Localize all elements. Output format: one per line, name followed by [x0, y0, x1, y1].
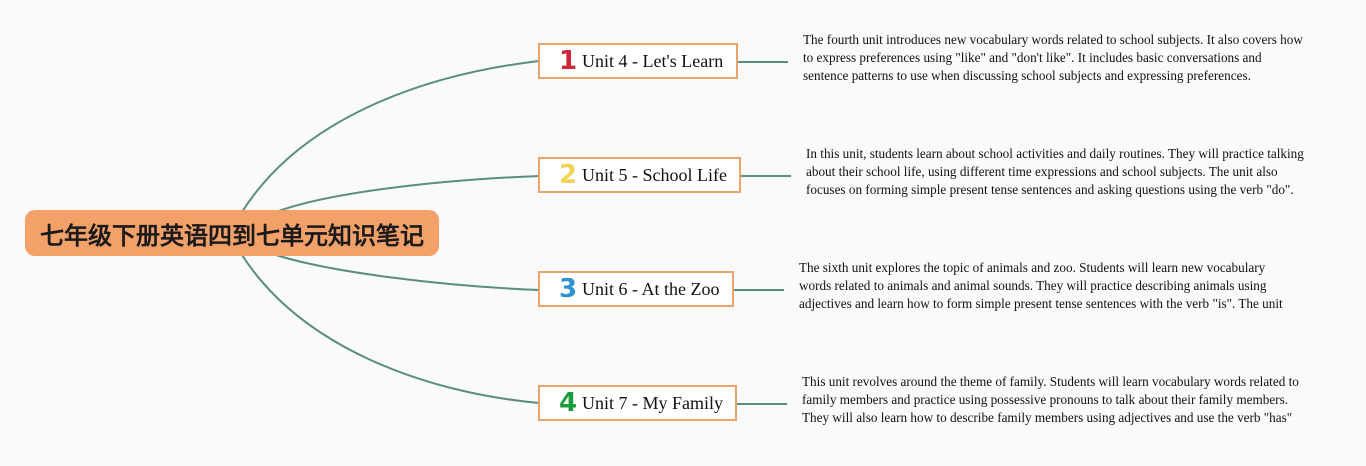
branch-connector	[241, 60, 540, 213]
topic-unit-5[interactable]: 2 Unit 5 - School Life	[538, 157, 741, 193]
note-unit-6: The sixth unit explores the topic of ani…	[799, 259, 1299, 313]
number-3-icon: 3	[558, 274, 578, 304]
number-2-icon: 2	[558, 160, 578, 190]
number-1-icon: 1	[558, 46, 578, 76]
note-text: The fourth unit introduces new vocabular…	[803, 32, 1303, 83]
note-text: The sixth unit explores the topic of ani…	[799, 260, 1283, 311]
topic-label: Unit 7 - My Family	[582, 392, 724, 413]
note-unit-5: In this unit, students learn about schoo…	[806, 145, 1306, 199]
note-text: In this unit, students learn about schoo…	[806, 146, 1304, 197]
topic-label: Unit 6 - At the Zoo	[582, 278, 720, 299]
root-topic[interactable]: 七年级下册英语四到七单元知识笔记	[25, 210, 439, 256]
branch-connector	[275, 254, 540, 291]
topic-unit-4[interactable]: 1 Unit 4 - Let's Learn	[538, 43, 738, 79]
topic-label: Unit 4 - Let's Learn	[582, 50, 724, 71]
topic-unit-6[interactable]: 3 Unit 6 - At the Zoo	[538, 271, 734, 307]
topic-label: Unit 5 - School Life	[582, 164, 727, 185]
branch-connector	[275, 175, 540, 213]
note-text: This unit revolves around the theme of f…	[802, 374, 1299, 425]
note-unit-4: The fourth unit introduces new vocabular…	[803, 31, 1303, 85]
note-unit-7: This unit revolves around the theme of f…	[802, 373, 1302, 427]
number-4-icon: 4	[558, 388, 578, 418]
topic-unit-7[interactable]: 4 Unit 7 - My Family	[538, 385, 737, 421]
root-title: 七年级下册英语四到七单元知识笔记	[40, 221, 424, 250]
branch-connector	[241, 254, 540, 404]
